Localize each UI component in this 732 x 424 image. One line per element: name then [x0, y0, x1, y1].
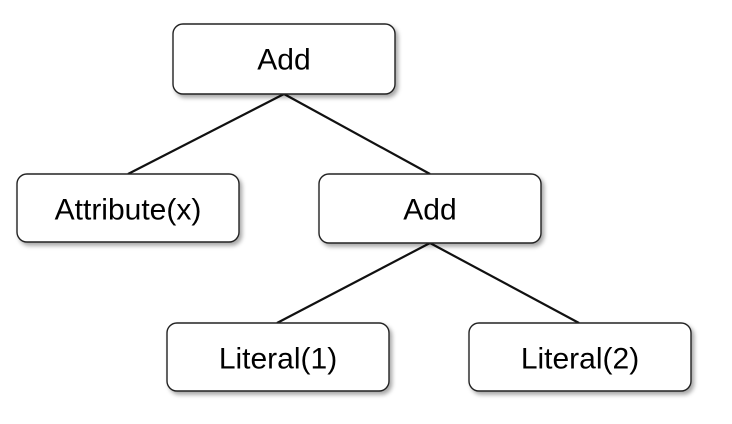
node-label: Add	[257, 44, 310, 77]
node-label: Literal(2)	[521, 343, 639, 376]
edge-add-to-literal-1	[276, 242, 431, 324]
node-label: Add	[403, 194, 456, 227]
node-attribute-x: Attribute(x)	[16, 173, 240, 243]
node-label: Attribute(x)	[55, 194, 202, 227]
node-literal-1: Literal(1)	[166, 322, 390, 392]
node-box	[468, 322, 692, 392]
node-box	[318, 173, 542, 244]
edge-root-to-add	[283, 93, 431, 175]
node-label: Literal(1)	[219, 343, 337, 376]
node-literal-2: Literal(2)	[468, 322, 692, 392]
node-box	[166, 322, 390, 392]
edge-add-to-literal-2	[429, 242, 580, 324]
node-add: Add	[318, 173, 542, 244]
node-box	[16, 173, 240, 243]
edge-root-to-attribute	[127, 93, 285, 175]
node-box	[172, 23, 396, 95]
node-root-add: Add	[172, 23, 396, 95]
